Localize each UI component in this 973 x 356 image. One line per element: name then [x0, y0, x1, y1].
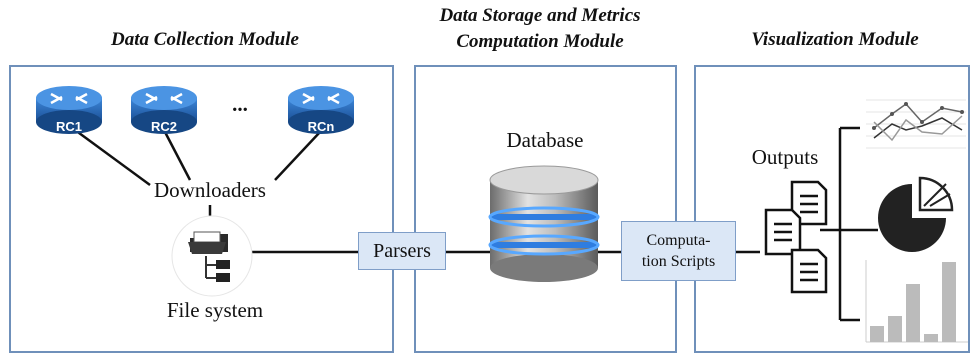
router-rc2-icon — [131, 86, 197, 134]
line-chart-thumbnail — [864, 92, 968, 160]
router-rc1-icon — [36, 86, 102, 134]
router-rcn-icon — [288, 86, 354, 134]
computation-scripts-box: Computa- tion Scripts — [621, 221, 736, 281]
storage-module-title-line1: Data Storage and Metrics — [439, 5, 641, 26]
ellipsis-label: ... — [232, 92, 248, 116]
router-rc2-label: RC2 — [151, 119, 177, 134]
connector-lines — [74, 126, 878, 322]
database-label: Database — [506, 128, 584, 152]
documents-icon — [764, 180, 828, 294]
documents-lines — [774, 194, 818, 282]
parsers-label: Parsers — [373, 239, 431, 262]
database-icon — [488, 165, 600, 282]
router-rc1-label: RC1 — [56, 119, 82, 134]
downloaders-label: Downloaders — [154, 178, 266, 202]
collection-module-title: Data Collection Module — [111, 29, 299, 50]
outputs-label: Outputs — [751, 145, 819, 169]
pie-chart-icon — [878, 176, 954, 252]
router-rcn-label: RCn — [308, 119, 335, 134]
computation-label-line2: tion Scripts — [641, 253, 716, 270]
storage-module-title-line2: Computation Module — [456, 31, 624, 52]
file-system-label: File system — [166, 298, 264, 322]
parsers-box: Parsers — [358, 232, 446, 270]
file-system-icon — [171, 215, 253, 297]
computation-label-line1: Computa- — [646, 232, 711, 249]
visualization-module-title: Visualization Module — [751, 29, 919, 50]
bar-chart-thumbnail — [865, 260, 968, 343]
